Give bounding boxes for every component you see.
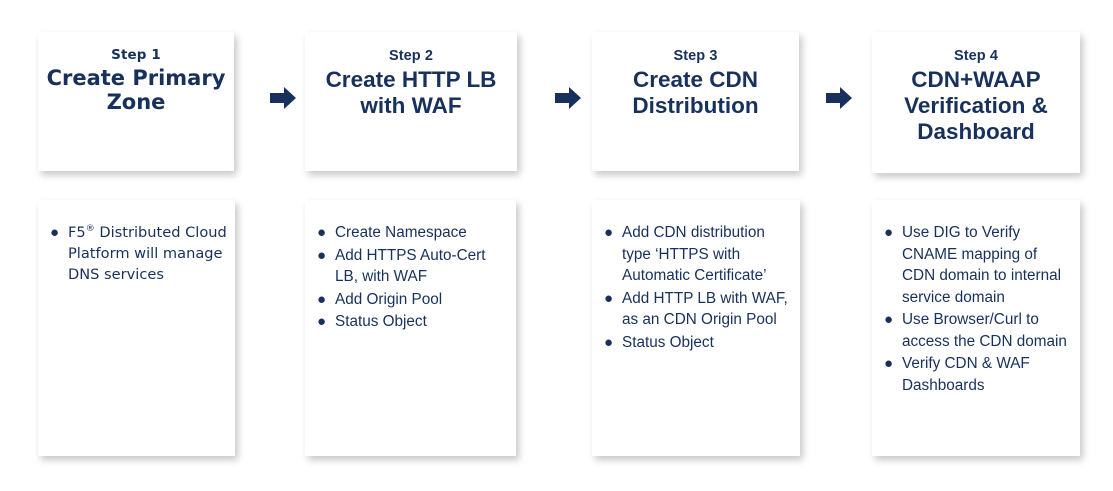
bullet-text: Add Origin Pool — [335, 290, 443, 308]
bullet-text: Add HTTPS Auto-Cert LB, with WAF — [335, 246, 486, 286]
list-item: ● Status Object — [315, 311, 508, 333]
bullet-list-3: ● Add CDN distribution type ‘HTTPS with … — [602, 222, 792, 353]
bullet-text: Verify CDN & WAF Dashboards — [902, 355, 1030, 394]
bullet-text: Status Object — [335, 313, 427, 330]
step-header-card-2: Step 2 Create HTTP LB with WAF — [305, 32, 517, 171]
right-arrow-icon-3 — [824, 84, 854, 112]
step-number-label-2: Step 2 — [388, 48, 434, 64]
bullet-text: Use DIG to Verify CNAME mapping of CDN d… — [902, 224, 1061, 306]
list-item: ● Use DIG to Verify CNAME mapping of CDN… — [882, 222, 1072, 308]
bullet-list-2: ● Create Namespace ● Add HTTPS Auto-Cert… — [315, 222, 508, 333]
step-header-card-4: Step 4 CDN+WAAP Verification & Dashboard — [872, 32, 1080, 173]
bullet-dot-icon: ● — [317, 224, 327, 241]
list-item: ● Add Origin Pool — [315, 289, 508, 311]
bullet-text: Use Browser/Curl to access the CDN domai… — [902, 311, 1067, 350]
bullet-list-1: ● F5® Distributed Cloud Platform will ma… — [48, 222, 227, 285]
list-item: ● Use Browser/Curl to access the CDN dom… — [882, 309, 1072, 352]
bullet-list-4: ● Use DIG to Verify CNAME mapping of CDN… — [882, 222, 1072, 396]
list-item: ● Verify CDN & WAF Dashboards — [882, 353, 1072, 396]
step-header-card-1: Step 1 Create Primary Zone — [38, 32, 234, 171]
bullet-dot-icon: ● — [317, 313, 327, 330]
step-body-card-1: ● F5® Distributed Cloud Platform will ma… — [38, 200, 235, 456]
step-header-card-3: Step 3 Create CDN Distribution — [592, 32, 799, 171]
step-number-label-3: Step 3 — [673, 48, 718, 64]
bullet-dot-icon: ● — [604, 333, 614, 351]
bullet-dot-icon: ● — [317, 246, 327, 264]
bullet-dot-icon: ● — [884, 224, 894, 241]
list-item: ● F5® Distributed Cloud Platform will ma… — [48, 222, 227, 285]
bullet-dot-icon: ● — [604, 289, 614, 307]
right-arrow-icon-2 — [553, 84, 583, 112]
step-number-label-1: Step 1 — [111, 47, 161, 63]
step-title-2: Create HTTP LB with WAF — [325, 66, 497, 118]
bullet-text: Create Namespace — [335, 224, 467, 241]
list-item: ● Add HTTP LB with WAF, as an CDN Origin… — [602, 288, 792, 331]
bullet-dot-icon: ● — [604, 224, 614, 241]
bullet-text: Add HTTP LB with WAF, as an CDN Origin P… — [622, 289, 788, 329]
bullet-text: F5® Distributed Cloud Platform will mana… — [68, 222, 227, 285]
bullet-dot-icon: ● — [884, 355, 894, 372]
list-item: ● Add CDN distribution type ‘HTTPS with … — [602, 222, 792, 287]
bullet-dot-icon: ● — [317, 290, 327, 308]
bullet-text: Add CDN distribution type ‘HTTPS with Au… — [622, 224, 767, 284]
bullet-dot-icon: ● — [50, 224, 60, 241]
step-body-card-2: ● Create Namespace ● Add HTTPS Auto-Cert… — [305, 200, 516, 456]
registered-mark: ® — [85, 224, 95, 235]
right-arrow-icon-1 — [268, 84, 298, 112]
step-body-card-4: ● Use DIG to Verify CNAME mapping of CDN… — [872, 200, 1080, 456]
bullet-text: Status Object — [622, 333, 714, 351]
list-item: ● Add HTTPS Auto-Cert LB, with WAF — [315, 245, 508, 288]
step-title-1: Create Primary Zone — [46, 65, 226, 114]
bullet-text-before: F5 — [68, 224, 86, 241]
list-item: ● Status Object — [602, 332, 792, 354]
step-body-card-3: ● Add CDN distribution type ‘HTTPS with … — [592, 200, 800, 456]
step-title-4: CDN+WAAP Verification & Dashboard — [904, 66, 1048, 144]
bullet-dot-icon: ● — [884, 311, 894, 328]
list-item: ● Create Namespace — [315, 222, 508, 244]
step-number-label-4: Step 4 — [953, 48, 999, 64]
step-title-3: Create CDN Distribution — [632, 66, 759, 118]
bullet-text-after: Distributed Cloud Platform will manage D… — [68, 224, 227, 283]
